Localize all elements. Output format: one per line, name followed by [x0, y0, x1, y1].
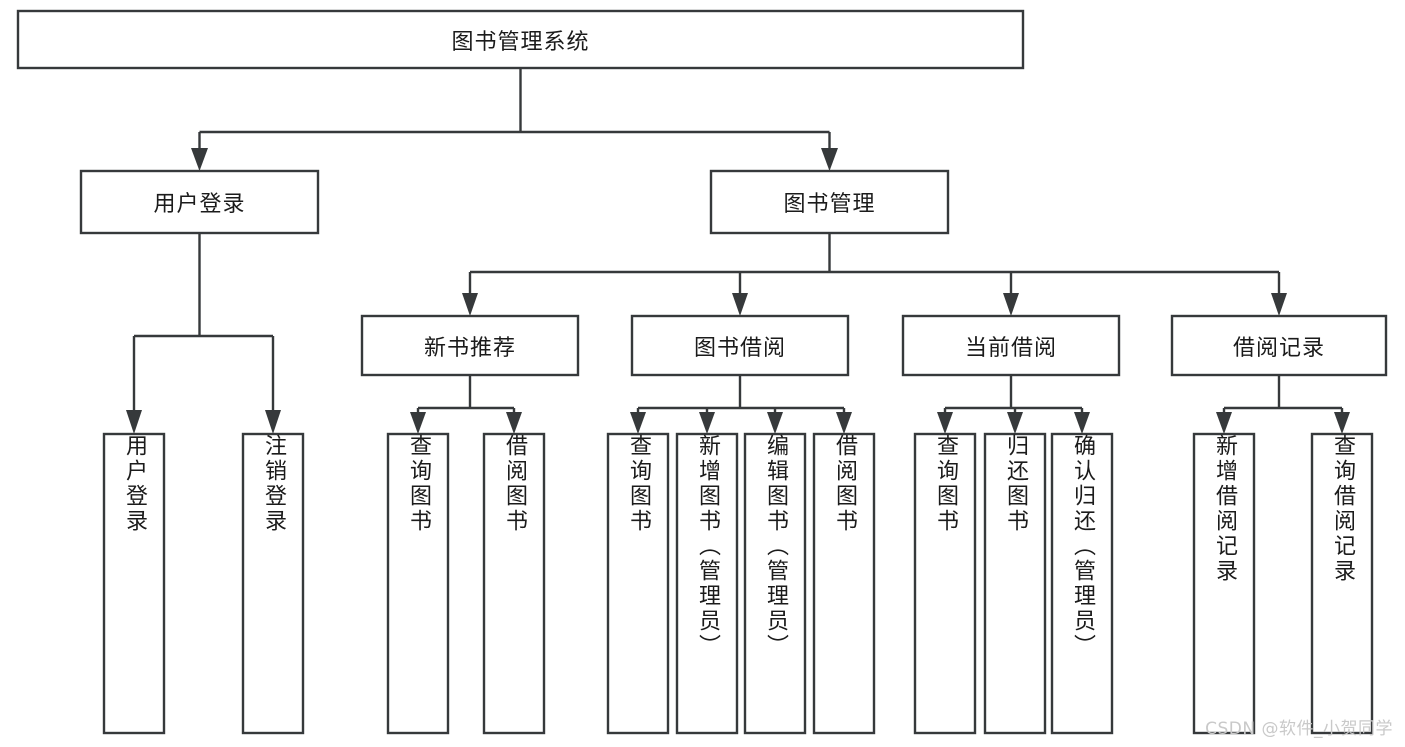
- node-new-book-recommend-box[interactable]: [360, 314, 580, 377]
- node-leaf-query-book-recommend-box[interactable]: [386, 432, 450, 735]
- node-leaf-borrow-book-box[interactable]: [812, 432, 876, 735]
- arrow-to-book-borrow-icon: [732, 293, 748, 316]
- arrow-to-user-login-icon: [191, 148, 208, 171]
- arrow-leaf-edit-book-admin-icon: [767, 412, 783, 434]
- arrow-leaf-query-book-borrow-icon: [630, 412, 646, 434]
- node-leaf-edit-book-admin-box[interactable]: [743, 432, 807, 735]
- arrow-leaf-confirm-return-admin-icon: [1074, 412, 1090, 434]
- arrow-leaf-user-login-icon: [126, 410, 142, 434]
- arrow-to-current-borrow-icon: [1003, 293, 1019, 316]
- node-leaf-add-borrow-record-box[interactable]: [1192, 432, 1256, 735]
- arrow-leaf-borrow-book-icon: [836, 412, 852, 434]
- node-book-manage-box[interactable]: [709, 169, 950, 235]
- node-leaf-add-book-admin-box[interactable]: [675, 432, 739, 735]
- node-leaf-return-book-box[interactable]: [983, 432, 1047, 735]
- node-leaf-borrow-book-recommend-box[interactable]: [482, 432, 546, 735]
- arrow-leaf-add-borrow-record-icon: [1216, 412, 1232, 434]
- arrow-leaf-logout-icon: [265, 410, 281, 434]
- watermark-text: CSDN @软件_小贺同学: [1205, 719, 1393, 739]
- arrow-to-new-book-recommend-icon: [462, 293, 478, 316]
- node-leaf-user-login-box[interactable]: [102, 432, 166, 735]
- arrow-leaf-add-book-admin-icon: [699, 412, 715, 434]
- arrow-leaf-return-book-icon: [1007, 412, 1023, 434]
- connectors-layer: [126, 68, 1350, 434]
- arrow-leaf-query-book-recommend-icon: [410, 412, 426, 434]
- node-root-box[interactable]: [16, 9, 1025, 70]
- arrow-to-book-manage-icon: [821, 148, 838, 171]
- arrow-leaf-query-book-current-icon: [937, 412, 953, 434]
- node-boxes-layer: [16, 9, 1388, 735]
- node-current-borrow-box[interactable]: [901, 314, 1121, 377]
- node-user-login-box[interactable]: [79, 169, 320, 235]
- node-leaf-query-book-borrow-box[interactable]: [606, 432, 670, 735]
- node-leaf-confirm-return-admin-box[interactable]: [1050, 432, 1114, 735]
- arrow-to-borrow-record-icon: [1271, 293, 1287, 316]
- node-borrow-record-box[interactable]: [1170, 314, 1388, 377]
- arrow-leaf-borrow-book-recommend-icon: [506, 412, 522, 434]
- arrow-leaf-query-borrow-record-icon: [1334, 412, 1350, 434]
- node-book-borrow-box[interactable]: [630, 314, 850, 377]
- node-leaf-query-borrow-record-box[interactable]: [1310, 432, 1374, 735]
- node-leaf-logout-box[interactable]: [241, 432, 305, 735]
- node-leaf-query-book-current-box[interactable]: [913, 432, 977, 735]
